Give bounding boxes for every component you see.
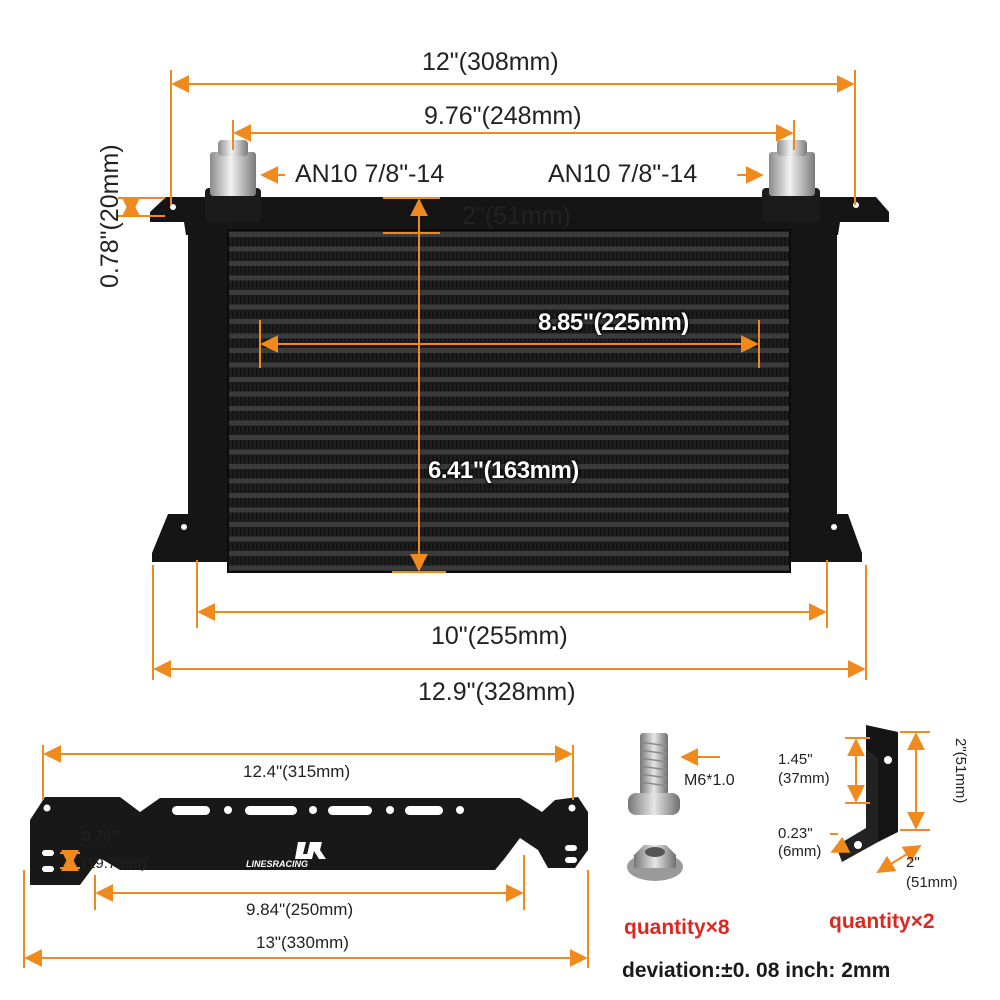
slot-height-in-label: 0.78"	[82, 828, 117, 845]
bracket-width-label: 12.9"(328mm)	[418, 678, 576, 706]
top-margin-label: 2"(51mm)	[462, 202, 571, 230]
bolt-icon	[628, 733, 680, 815]
flange-nut-icon	[627, 845, 683, 881]
fitting-left-label: AN10 7/8"-14	[295, 160, 445, 188]
deviation-note: deviation:±0. 08 inch: 2mm	[622, 959, 891, 982]
port-spacing-label: 9.76"(248mm)	[424, 102, 582, 130]
mount-bracket	[30, 797, 588, 885]
cooler-dimensions	[118, 70, 867, 680]
right-end-tank	[787, 222, 837, 554]
bolt-size-label: M6*1.0	[684, 772, 735, 789]
total-length-label: 13"(330mm)	[256, 933, 349, 952]
oil-cooler	[150, 140, 889, 573]
l-bracket-leg-mm-label: (37mm)	[778, 770, 830, 787]
overall-width-label: 12"(308mm)	[422, 48, 559, 76]
bolt-quantity-label: quantity×8	[624, 916, 730, 939]
bracket-dimensions	[23, 745, 589, 968]
slot-height-mm-label: (19.7mm)	[82, 855, 147, 872]
hole-spacing-label: 12.4"(315mm)	[243, 762, 351, 781]
l-bracket-quantity-label: quantity×2	[829, 910, 935, 933]
fitting-left-icon	[205, 140, 261, 222]
l-bracket-thickness-mm-label: (6mm)	[778, 843, 822, 860]
inner-span-label: 9.84"(250mm)	[246, 900, 354, 919]
top-flange	[150, 197, 889, 235]
fitting-right-icon	[762, 140, 820, 222]
linesracing-logo-icon	[295, 842, 326, 859]
core-width-label: 8.85"(225mm)	[538, 309, 689, 336]
cooler-core	[228, 230, 790, 572]
l-bracket-dimensions	[830, 731, 930, 873]
body-width-label: 10"(255mm)	[431, 622, 568, 650]
fitting-right-label: AN10 7/8"-14	[548, 160, 698, 188]
l-bracket-height-label: 2"(51mm)	[952, 738, 969, 804]
core-height-label: 6.41"(163mm)	[428, 457, 579, 484]
left-end-tank	[188, 222, 232, 554]
tab-height-label: 0.78"(20mm)	[96, 144, 124, 288]
l-bracket-icon	[836, 725, 898, 862]
l-bracket-depth-label: 2"	[906, 854, 920, 871]
l-bracket-depth-mm-label: (51mm)	[906, 874, 958, 891]
l-bracket-leg-label: 1.45"	[778, 751, 813, 768]
logo-text: LINESRACING	[246, 859, 309, 869]
l-bracket-thickness-label: 0.23"	[778, 825, 813, 842]
